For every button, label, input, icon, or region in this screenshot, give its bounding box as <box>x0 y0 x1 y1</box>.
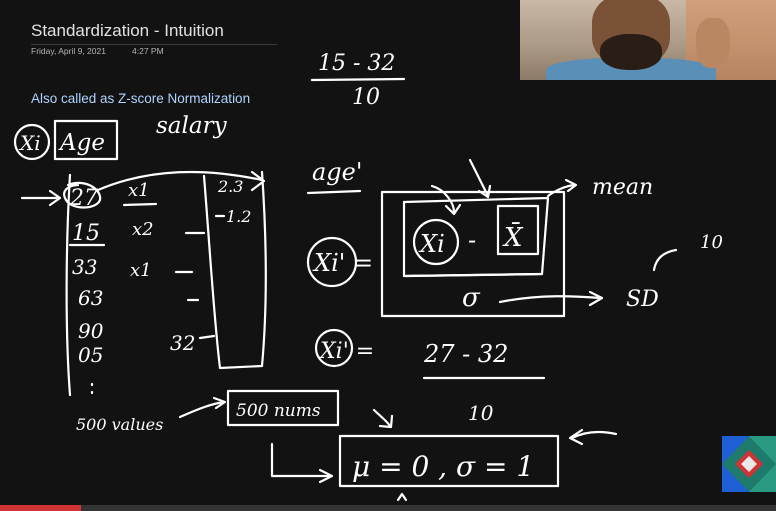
result-tick <box>396 492 408 502</box>
webcam-feed <box>520 0 776 80</box>
box-note: 500 nums <box>236 401 321 421</box>
arrow-into-xi <box>430 184 462 216</box>
scaled-value-1: 2.3 <box>217 177 243 196</box>
age-value-27: 27 <box>69 186 98 211</box>
age-prime: age' <box>312 158 362 186</box>
arrow-to-sd <box>498 290 604 307</box>
x-label-3: x1 <box>130 260 152 281</box>
formula-outer-box <box>380 190 566 318</box>
formula-minus: - <box>468 226 476 254</box>
age-prime-underline <box>306 189 362 195</box>
nums-box <box>226 389 340 427</box>
scaled-column-bracket <box>202 170 267 370</box>
fraction-bar <box>404 272 544 278</box>
x-label-1: x1 <box>128 180 150 201</box>
age-value-33: 33 <box>72 255 97 279</box>
example-numerator: 27 - 32 <box>423 340 508 368</box>
sd-value: 10 <box>700 232 723 253</box>
header-age: Age <box>58 130 105 156</box>
age-27-circle <box>63 181 102 209</box>
arrow-into-mean <box>468 158 492 199</box>
header-salary: salary <box>156 113 228 139</box>
scaled-value-2: 1.2 <box>226 207 251 226</box>
result-arrow <box>270 442 334 484</box>
formula-mean-symbol: X̄ <box>502 221 524 253</box>
top-fraction-numerator: 15 - 32 <box>318 51 395 76</box>
video-progress-bar[interactable] <box>0 505 776 511</box>
onenote-quilt-icon <box>722 436 776 492</box>
age-arrow <box>20 189 62 207</box>
count-note: 500 values <box>76 415 163 434</box>
formula-lhs: Xi' = <box>312 249 373 277</box>
page-time: 4:27 PM <box>132 46 164 56</box>
arrow-down <box>372 408 394 429</box>
age-value-63: 63 <box>78 286 103 310</box>
age-box <box>53 119 119 161</box>
x-label-2: x2 <box>132 219 154 240</box>
formula-sigma: σ <box>462 283 481 313</box>
example-lhs: Xi' = <box>318 339 374 364</box>
mean-box <box>496 204 540 256</box>
formula-xi-circle <box>412 218 460 266</box>
arrow-to-mean <box>546 178 578 198</box>
age-value-15: 15 <box>72 221 100 246</box>
formula-xi: Xi <box>418 230 445 258</box>
age-column-bracket <box>65 173 72 397</box>
dash-32 <box>198 334 216 340</box>
result-pointer-arrow <box>568 428 618 446</box>
value-32: 32 <box>170 331 195 355</box>
age-value-90: 90 <box>78 319 104 343</box>
xi-circle <box>13 123 51 161</box>
x-label-1-underline <box>122 202 158 207</box>
lhs-circle <box>306 236 358 288</box>
top-fraction-bar <box>310 77 406 82</box>
arrow-to-sd-value <box>652 248 678 272</box>
top-fraction-denominator: 10 <box>352 85 380 110</box>
page-subtitle: Also called as Z-score Normalization <box>31 91 251 106</box>
result-box <box>338 434 560 488</box>
example-lhs-circle <box>314 328 354 368</box>
age-value-05: 05 <box>78 343 103 367</box>
sd-label: SD <box>626 287 659 312</box>
result-formula: μ = 0 , σ = 1 <box>352 450 534 483</box>
page-title: Standardization - Intuition <box>31 21 224 40</box>
arrow-27-to-scaled <box>96 170 266 192</box>
example-denominator: 10 <box>468 401 494 425</box>
mean-label: mean <box>592 175 653 200</box>
title-divider <box>31 44 277 45</box>
page-date: Friday, April 9, 2021 <box>31 46 106 56</box>
header-var: Xi <box>18 131 41 155</box>
count-arrow <box>178 396 227 419</box>
video-progress-fill <box>0 505 82 511</box>
